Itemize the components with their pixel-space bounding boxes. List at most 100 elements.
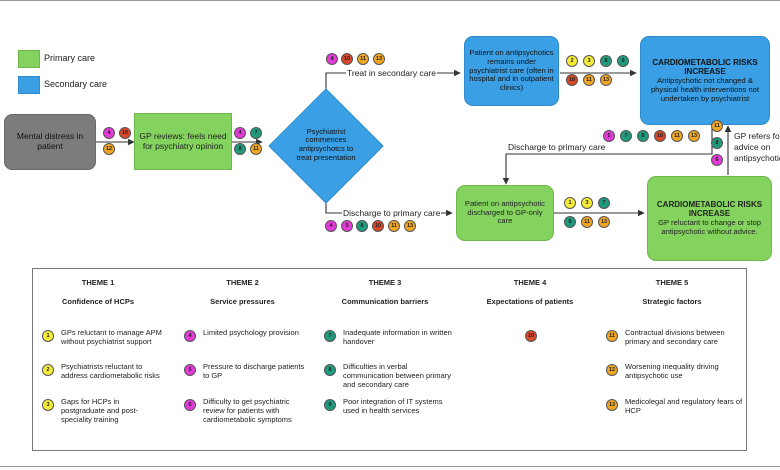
theme-title: Strategic factors [642, 297, 702, 306]
node-psychiatrist-text: Psychiatrist commences antipsychotcs to … [296, 126, 356, 162]
theme-marker-8: 8 [234, 143, 246, 155]
theme-marker-11: 11 [711, 120, 723, 132]
theme-marker-8: 8 [637, 130, 649, 142]
theme-marker-10: 10 [566, 74, 578, 86]
theme-marker-6: 6 [711, 154, 723, 166]
theme-marker-3: 3 [581, 197, 593, 209]
theme-marker-7: 7 [598, 197, 610, 209]
theme-marker-12: 12 [103, 143, 115, 155]
theme-marker-10: 10 [341, 53, 353, 65]
theme-marker-11: 11 [357, 53, 369, 65]
theme-heading: THEME 3 [368, 278, 402, 287]
theme-heading: THEME 2 [226, 278, 259, 287]
theme-marker-11: 11 [250, 143, 262, 155]
theme-marker-11: 11 [671, 130, 683, 142]
theme-marker-1: 1 [564, 197, 576, 209]
node-cm-primary: CARDIOMETABOLIC RISKS INCREASE GP reluct… [647, 176, 772, 261]
node-cm-primary-title: CARDIOMETABOLIC RISKS INCREASE [656, 200, 763, 219]
theme-marker-4: 4 [103, 127, 115, 139]
theme-marker-13: 13 [600, 74, 612, 86]
themes-panel [32, 268, 747, 451]
theme-item-text: Worsening inequality driving antipsychot… [625, 362, 719, 380]
theme-marker-11: 11 [581, 216, 593, 228]
theme-marker-9: 9 [617, 55, 629, 67]
theme-marker-3: 3 [42, 399, 54, 411]
theme-marker-4: 4 [325, 220, 337, 232]
psychiatrist-diamond [268, 88, 384, 204]
theme-marker-8: 8 [564, 216, 576, 228]
theme-marker-7: 7 [324, 330, 336, 342]
theme-item-text: Poor integration of IT systems used in h… [343, 397, 443, 415]
theme-item-text: Gaps for HCPs in postgraduate and post-s… [61, 397, 139, 424]
node-cm-secondary-title: CARDIOMETABOLIC RISKS INCREASE [652, 57, 758, 76]
theme-marker-5: 5 [603, 130, 615, 142]
theme-marker-13: 13 [606, 399, 618, 411]
theme-marker-4: 4 [234, 127, 246, 139]
theme-marker-8: 8 [324, 364, 336, 376]
theme-marker-9: 9 [324, 399, 336, 411]
node-patient-secondary: Patient on antipsychotics remains under … [464, 36, 559, 106]
theme-marker-11: 11 [606, 330, 618, 342]
theme-item-text: Contractual divisions between primary an… [625, 328, 725, 346]
edge-label-discharge-low: Discharge to primary care [342, 208, 442, 218]
theme-marker-4: 4 [326, 53, 338, 65]
theme-marker-13: 13 [598, 216, 610, 228]
theme-title: Communication barriers [341, 297, 429, 306]
theme-marker-3: 3 [583, 55, 595, 67]
edge-label-discharge-mid: Discharge to primary care [507, 142, 607, 152]
theme-marker-1: 1 [42, 330, 54, 342]
theme-title: Confidence of HCPs [61, 297, 135, 306]
theme-item-text: Limited psychology provision [203, 328, 299, 337]
theme-title: Service pressures [210, 297, 275, 306]
theme-title: Expectations of patients [486, 297, 574, 306]
theme-marker-12: 12 [606, 364, 618, 376]
legend-secondary-swatch [18, 76, 40, 94]
node-mental-distress: Mental distress in patient [4, 114, 96, 170]
bottom-rule [0, 466, 780, 467]
theme-marker-13: 13 [688, 130, 700, 142]
theme-marker-13: 13 [373, 53, 385, 65]
theme-item-text: Pressure to discharge patients to GP [203, 362, 305, 380]
theme-item-text: Psychiatrists reluctant to address cardi… [61, 362, 160, 380]
theme-marker-13: 13 [404, 220, 416, 232]
node-gp-reviews: GP reviews: feels need for psychiatry op… [134, 113, 232, 170]
node-patient-secondary-text: Patient on antipsychotics remains under … [469, 48, 554, 93]
theme-marker-5: 5 [341, 220, 353, 232]
theme-marker-10: 10 [525, 330, 537, 342]
theme-marker-10: 10 [654, 130, 666, 142]
theme-marker-4: 4 [184, 330, 196, 342]
theme-marker-2: 2 [566, 55, 578, 67]
node-patient-gp: Patient on antipsychotic discharged to G… [456, 185, 554, 241]
node-mental-distress-text: Mental distress in patient [16, 131, 84, 151]
theme-marker-2: 2 [42, 364, 54, 376]
theme-item-text: Medicolegal and regulatory fears of HCP [625, 397, 743, 415]
theme-item-text: GPs reluctant to manage APM without psyc… [61, 328, 162, 346]
legend-secondary-label: Secondary care [44, 79, 108, 89]
theme-marker-11: 11 [388, 220, 400, 232]
theme-heading: THEME 5 [655, 278, 689, 287]
theme-marker-11: 11 [583, 74, 595, 86]
theme-heading: THEME 4 [513, 278, 547, 287]
theme-heading: THEME 1 [81, 278, 115, 287]
theme-marker-8: 8 [711, 137, 723, 149]
node-gp-reviews-text: GP reviews: feels need for psychiatry op… [139, 130, 227, 151]
legend-primary-label: Primary care [44, 53, 96, 63]
node-cm-primary-body: GP reluctant to change or stop antipsych… [658, 218, 761, 237]
node-psychiatrist: Psychiatrist commences antipsychotcs to … [292, 117, 360, 173]
theme-marker-8: 8 [600, 55, 612, 67]
theme-marker-7: 7 [250, 127, 262, 139]
edge-label-gp-refers-3: antipsychotic [733, 153, 780, 163]
theme-marker-10: 10 [119, 127, 131, 139]
theme-marker-7: 7 [620, 130, 632, 142]
theme-marker-5: 5 [184, 364, 196, 376]
legend-primary-swatch [18, 50, 40, 68]
edge-label-gp-refers-2: advice on [733, 142, 772, 152]
edge-label-treat-secondary: Treat in secondary care [346, 68, 437, 78]
node-cm-secondary: CARDIOMETABOLIC RISKS INCREASE Antipsych… [640, 36, 770, 125]
theme-marker-8: 8 [356, 220, 368, 232]
edge-label-gp-refers-1: GP refers for [733, 131, 780, 141]
node-cm-secondary-body: Antipsychotic not changed & physical hea… [650, 76, 760, 103]
theme-item-text: Difficulty to get psychiatric review for… [203, 397, 292, 424]
theme-marker-6: 6 [184, 399, 196, 411]
